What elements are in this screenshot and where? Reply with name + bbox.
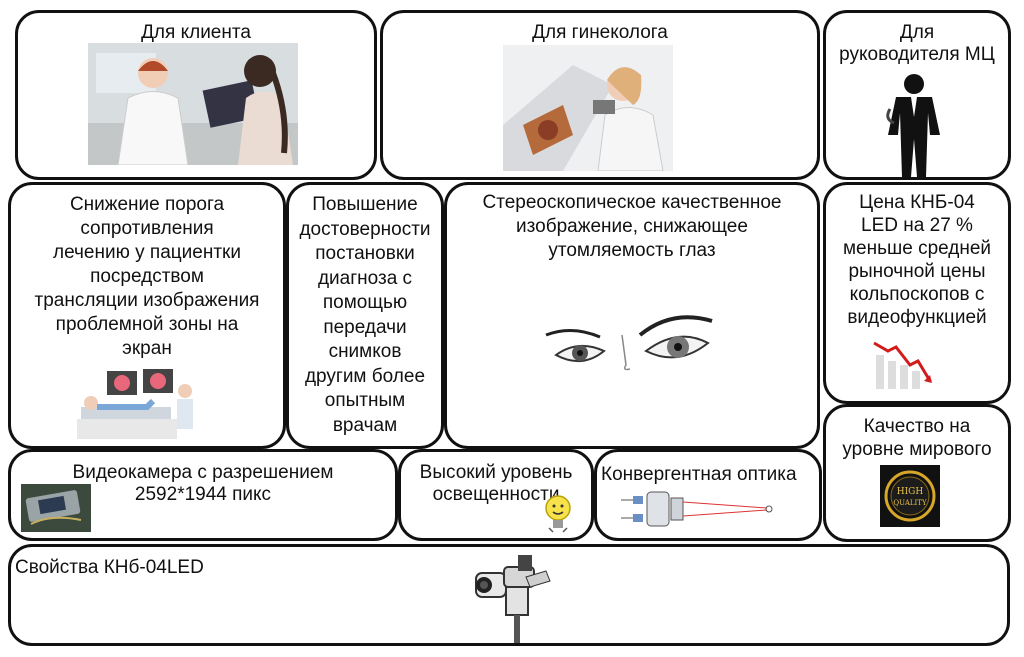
lightbulb-icon [543,494,573,534]
card-resistance-threshold: Снижение порога сопротивления лечению у … [8,182,286,449]
card-text: Конвергентная оптика [601,464,797,485]
camera-sensor-photo [21,484,91,532]
card-videocamera: Видеокамера с разрешением 2592*1944 пикс [8,449,398,541]
businessman-silhouette-icon [884,73,944,177]
card-text: Высокий уровень освещенности [419,462,573,505]
gynecologist-photo [503,45,673,171]
card-text: Качество на уровне мирового [842,416,992,460]
falling-price-chart-icon [872,337,936,389]
card-price: Цена КНБ-04 LED на 27 % меньше средней р… [823,182,1011,404]
high-quality-badge: HIGH QUALITY [880,465,940,527]
doctor-patient-photo [88,43,298,165]
card-text: Снижение порога сопротивления лечению у … [34,194,260,359]
eyes-sketch [542,295,722,385]
card-text: Свойства КНб-04LED [15,557,204,578]
card-title: Для гинеколога [532,22,668,43]
colposcope-device-photo [466,551,556,643]
card-convergent-optics: Конвергентная оптика [594,449,822,541]
badge-text-line-1: HIGH [897,487,924,497]
card-title: Для руководителя МЦ [839,22,995,65]
card-high-illumination: Высокий уровень освещенности [398,449,594,541]
card-for-gynecologist: Для гинеколога [380,10,820,180]
card-for-client: Для клиента [15,10,377,180]
badge-text-line-2: QUALITY [893,499,927,507]
card-text: Видеокамера с разрешением 2592*1944 пикс [72,462,334,505]
card-diagnosis-reliability: Повышение достоверности постановки диагн… [286,182,444,449]
card-text: Стереоскопическое качественное изображен… [482,192,782,261]
card-properties: Свойства КНб-04LED [8,544,1010,646]
card-for-head-of-mc: Для руководителя МЦ [823,10,1011,180]
card-text: Цена КНБ-04 LED на 27 % меньше средней р… [842,192,992,328]
convergent-optics-diagram [619,488,779,530]
monitor-patient-icon [77,367,207,441]
card-quality: Качество на уровне мирового HIGH QUALITY [823,404,1011,542]
card-stereo-image: Стереоскопическое качественное изображен… [444,182,820,449]
card-title: Для клиента [141,22,251,43]
card-text: Повышение достоверности постановки диагн… [299,194,431,436]
